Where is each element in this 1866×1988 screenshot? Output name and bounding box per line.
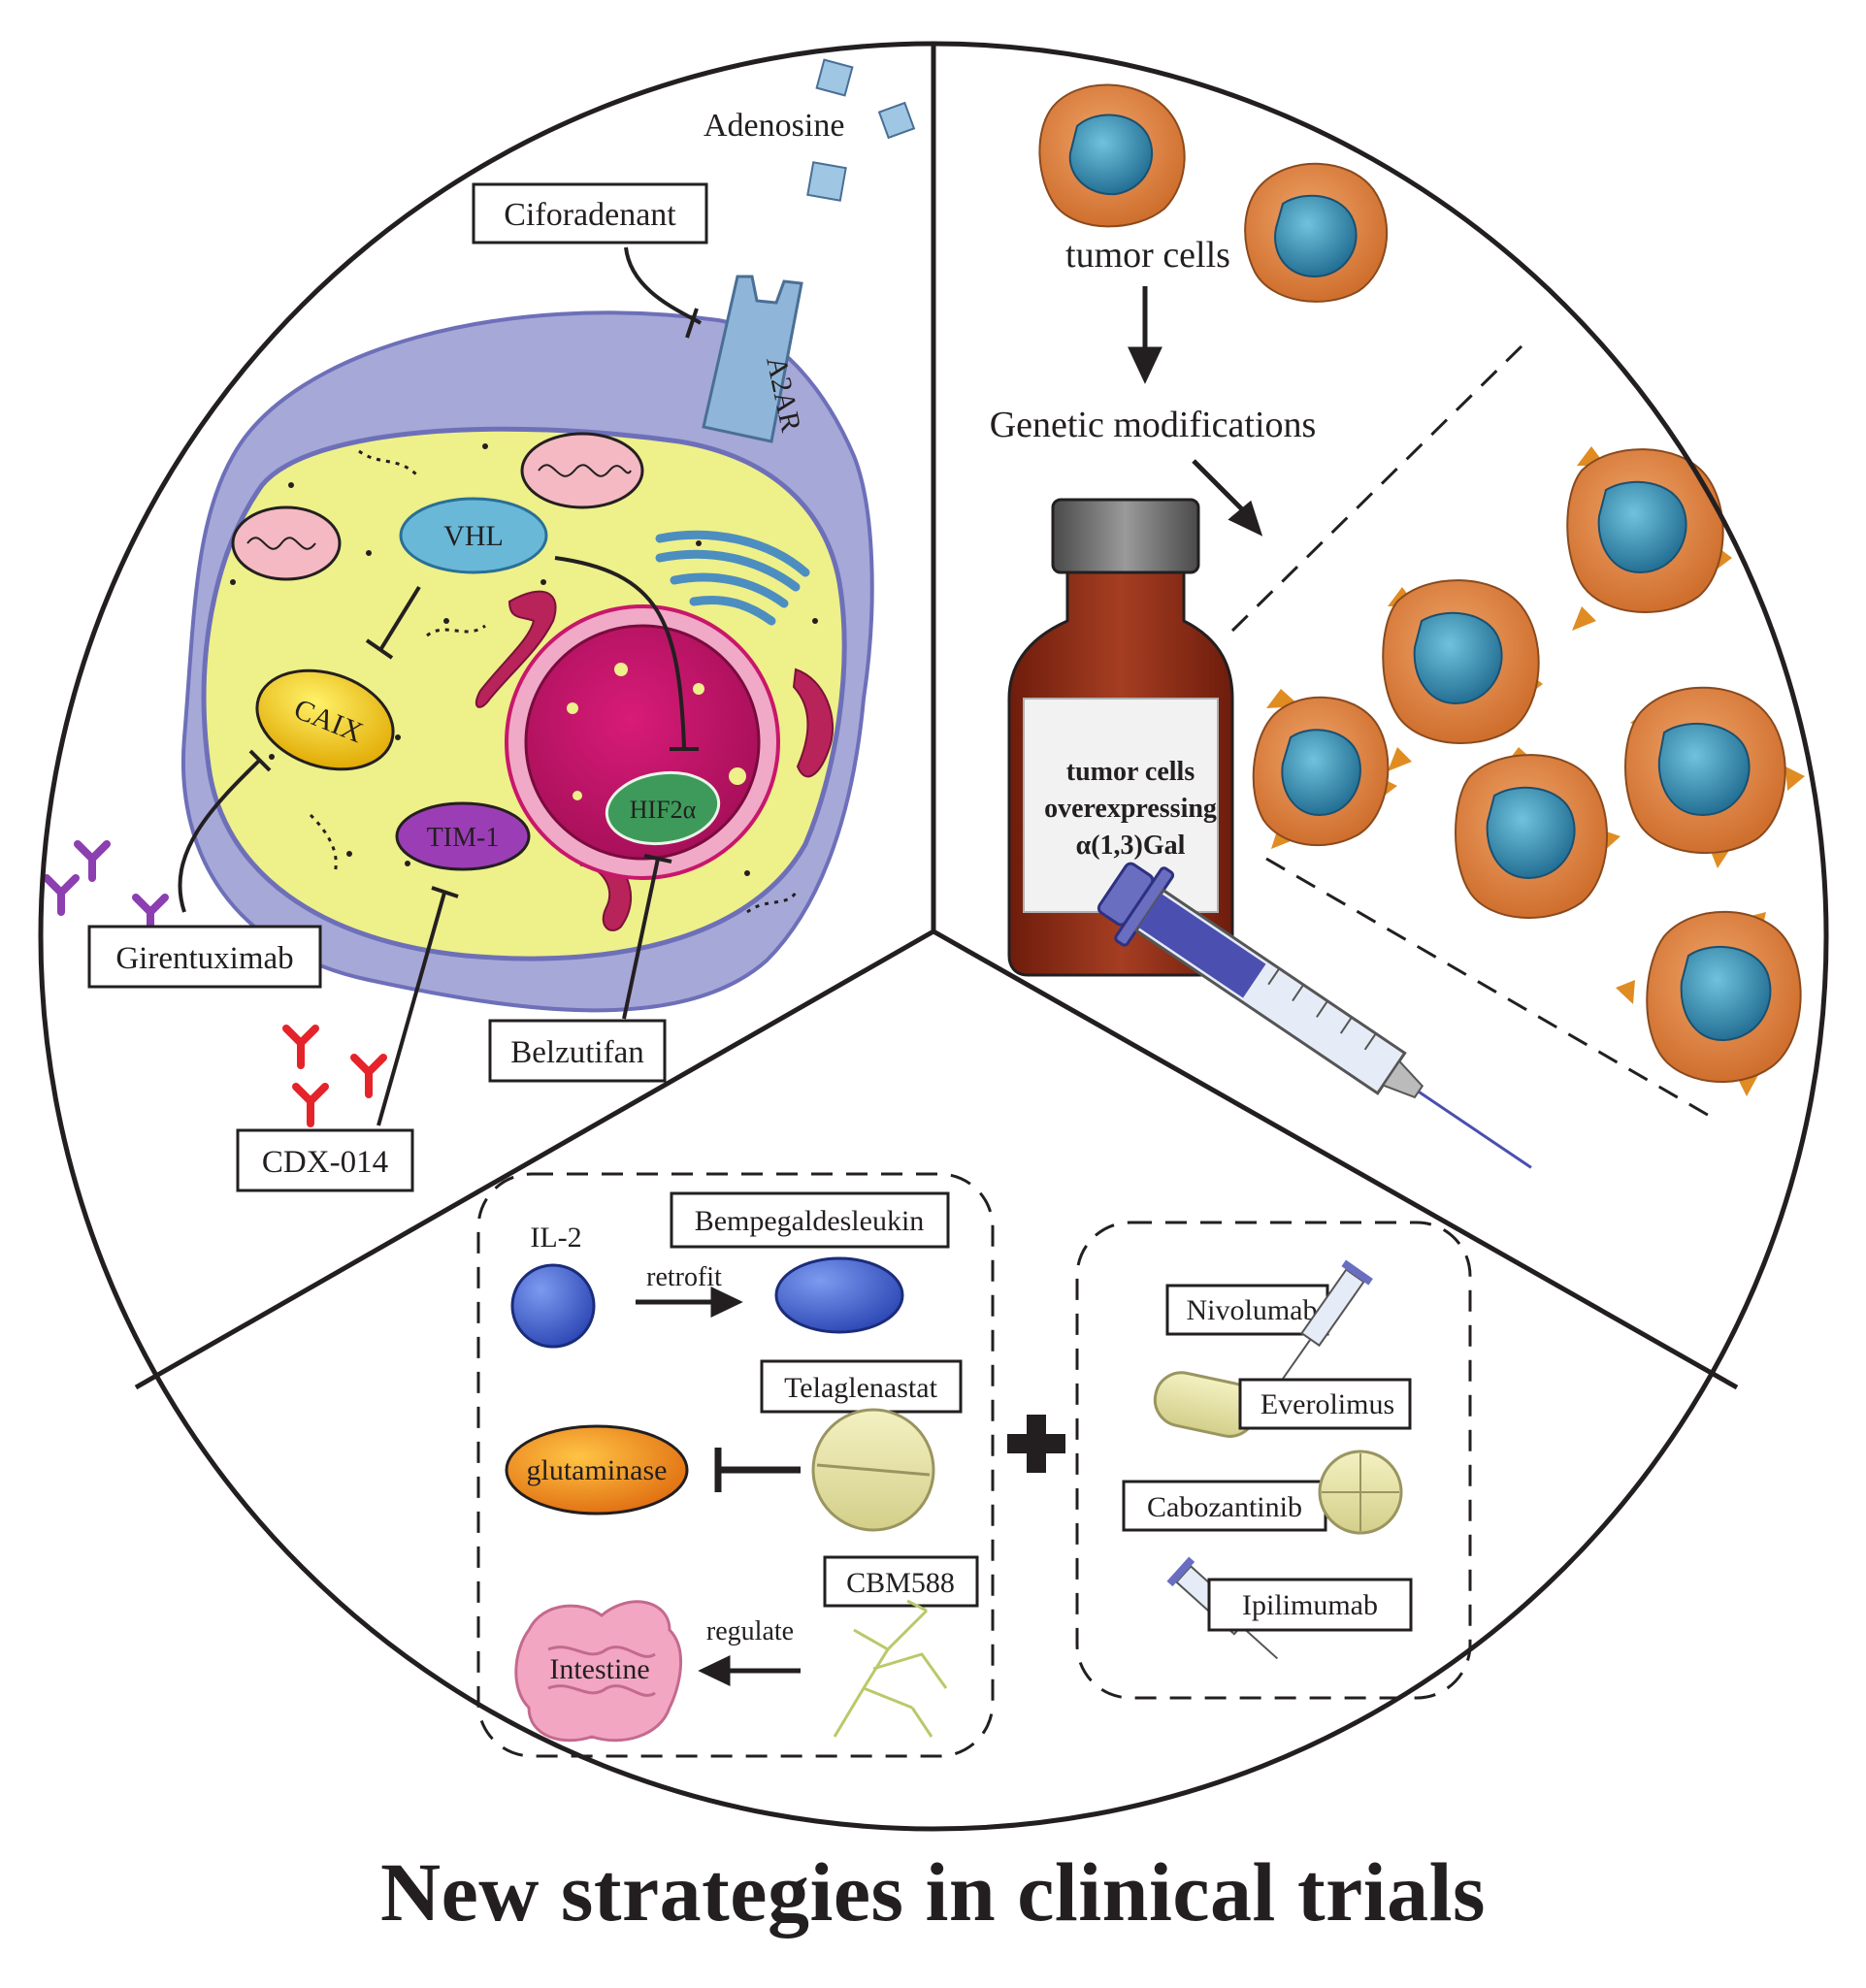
tumor-cell-unmodified-2: [1244, 162, 1389, 303]
glutaminase-label: glutaminase: [527, 1454, 668, 1486]
bempeg-molecule: [774, 1256, 904, 1334]
everolimus-box: [1238, 1378, 1412, 1430]
tim1-protein: [395, 801, 531, 871]
retrofit-arrow: [636, 1287, 743, 1318]
telaglenastat-pill-icon: [811, 1408, 935, 1532]
bempegaldesleukin-label: Bempegaldesleukin: [695, 1205, 925, 1237]
inhibition-lines: [178, 246, 703, 1126]
nivolumab-box: [1165, 1284, 1329, 1336]
plus-icon: [1007, 1415, 1065, 1473]
modified-tumor-cell: [1382, 579, 1543, 771]
vial-label-line-1: tumor cells: [1066, 757, 1195, 787]
vial-label-line-2: overexpressing: [1044, 794, 1217, 824]
bacteria-icon: [833, 1599, 948, 1738]
nivolumab-syringe-icon: [1282, 1259, 1373, 1380]
renal-cell: A2AR VHL CAIX TIM-1 HIF2α: [181, 275, 874, 1013]
panel-dividers: [134, 44, 1739, 1390]
diagonal-arrow: [1192, 459, 1263, 537]
il2-molecule: [510, 1263, 596, 1349]
telaglenastat-box: [760, 1359, 963, 1414]
outer-circle: [38, 41, 1829, 1832]
nivolumab-label: Nivolumab: [1187, 1294, 1318, 1326]
girentuximab-box: [87, 925, 322, 989]
vial-label-line-3: α(1,3)Gal: [1076, 831, 1186, 861]
vhl-label: VHL: [443, 520, 504, 552]
cdx014-box: [236, 1128, 414, 1192]
adenosine-label: Adenosine: [704, 108, 844, 144]
retrofit-label: retrofit: [646, 1262, 722, 1292]
regulate-label: regulate: [706, 1616, 794, 1646]
intestine-icon: [514, 1600, 683, 1743]
modified-tumor-cell: [1616, 910, 1802, 1096]
cabozantinib-pill-icon: [1318, 1450, 1403, 1535]
cbm588-label: CBM588: [846, 1567, 955, 1599]
modified-tumor-cell: [1252, 689, 1397, 849]
telaglenastat-label: Telaglenastat: [784, 1372, 937, 1404]
purple-antibodies: [43, 840, 169, 935]
tumor-cells-label: tumor cells: [1065, 235, 1230, 276]
vhl-protein: [399, 497, 548, 574]
everolimus-label: Everolimus: [1260, 1388, 1394, 1420]
ipilimumab-label: Ipilimumab: [1242, 1589, 1378, 1621]
il2-label: IL-2: [530, 1222, 581, 1254]
modified-tumor-cell: [1455, 747, 1620, 919]
girentuximab-label: Girentuximab: [115, 941, 293, 976]
bempegaldesleukin-box: [670, 1191, 950, 1249]
dashed-group-right: [1075, 1221, 1472, 1700]
regulate-arrow: [698, 1655, 801, 1686]
red-antibodies: [282, 1025, 387, 1127]
cbm588-box: [823, 1555, 979, 1608]
vaccine-vial: [1007, 498, 1234, 977]
tumor-cell-unmodified-1: [1038, 83, 1186, 228]
modified-tumor-cell: [1624, 686, 1805, 868]
hif2a-protein: [605, 770, 721, 846]
mitochondrion-2: [520, 432, 644, 509]
syringe-icon: [1097, 862, 1532, 1169]
ribosome-strands: [309, 449, 798, 914]
ipilimumab-box: [1207, 1578, 1413, 1632]
down-arrow: [1128, 286, 1162, 384]
dashed-separators: [1230, 338, 1719, 1123]
ciforadenant-label: Ciforadenant: [504, 197, 676, 233]
belzutifan-box: [488, 1019, 667, 1083]
genetic-modifications-label: Genetic modifications: [990, 405, 1317, 445]
golgi-apparatus: [655, 530, 810, 626]
caix-protein: [255, 668, 395, 771]
glutaminase-inhibition: [714, 1448, 801, 1492]
modified-tumor-cells: [1252, 446, 1805, 1096]
tim1-label: TIM-1: [427, 823, 500, 853]
hif2a-label: HIF2α: [630, 796, 697, 824]
ciforadenant-box: [472, 182, 708, 244]
belzutifan-label: Belzutifan: [510, 1035, 643, 1070]
mitochondrion-1: [231, 505, 342, 581]
intestine-label: Intestine: [549, 1653, 649, 1685]
modified-tumor-cell: [1566, 446, 1732, 631]
page-title: New strategies in clinical trials: [379, 1845, 1487, 1939]
cabozantinib-label: Cabozantinib: [1147, 1491, 1302, 1523]
adenosine-cubes: [806, 58, 916, 202]
a2ar-receptor: [702, 275, 803, 443]
cdx014-label: CDX-014: [262, 1145, 388, 1180]
glutaminase-protein: [505, 1424, 689, 1515]
